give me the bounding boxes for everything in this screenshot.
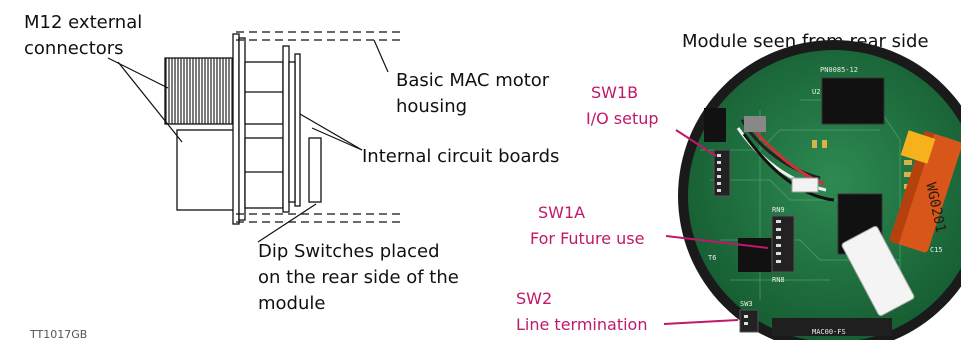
label-m12-line1: M12 external — [24, 12, 142, 33]
label-housing-line2: housing — [396, 96, 467, 117]
ic-chip-top — [822, 78, 884, 124]
module-body-upper — [245, 62, 283, 124]
label-sw1b-name: SW1B — [591, 83, 638, 102]
circuit-board-1 — [283, 46, 289, 212]
label-sw1b-desc: I/O setup — [586, 109, 659, 128]
dip-switch-sw1a — [772, 216, 794, 272]
label-sw1a-name: SW1A — [538, 203, 585, 222]
connector-body — [177, 130, 237, 210]
label-sw2-name: SW2 — [516, 289, 552, 308]
dip-switch-block — [309, 138, 321, 202]
label-sw2-desc: Line termination — [516, 315, 647, 334]
figure-code: TT1017GB — [29, 328, 87, 340]
pcb-ref-t6: T6 — [708, 254, 716, 262]
pcb-board-code: PN0085-12 — [820, 66, 858, 74]
side-view-drawing — [165, 32, 405, 224]
pcb-ref-rn8: RN8 — [772, 276, 785, 284]
pcb-ref-c15: C15 — [930, 246, 943, 254]
white-connector-small — [792, 178, 818, 192]
label-dip-line2: on the rear side of the — [258, 267, 459, 288]
label-dip-line3: module — [258, 293, 325, 314]
module-photo: WG0201 PN008 — [678, 40, 961, 340]
label-circuit-boards: Internal circuit boards — [362, 146, 559, 167]
circuit-board-2 — [295, 54, 300, 206]
flange-plate — [233, 34, 239, 224]
pcb-ref-rn9: RN9 — [772, 206, 785, 214]
label-m12-line2: connectors — [24, 38, 124, 59]
pcb-ref-sw3: SW3 — [740, 300, 753, 308]
label-dip-line1: Dip Switches placed — [258, 241, 440, 262]
dip-switch-sw1b — [714, 150, 730, 196]
pcb-ref-u2: U2 — [812, 88, 820, 96]
threaded-connector — [165, 58, 237, 124]
label-sw1a-desc: For Future use — [530, 229, 644, 248]
module-body-lower — [245, 138, 283, 208]
label-housing-line1: Basic MAC motor — [396, 70, 550, 91]
dip-switch-sw2 — [740, 310, 758, 332]
pcb-bottom-code: MAC00-FS — [812, 328, 846, 336]
